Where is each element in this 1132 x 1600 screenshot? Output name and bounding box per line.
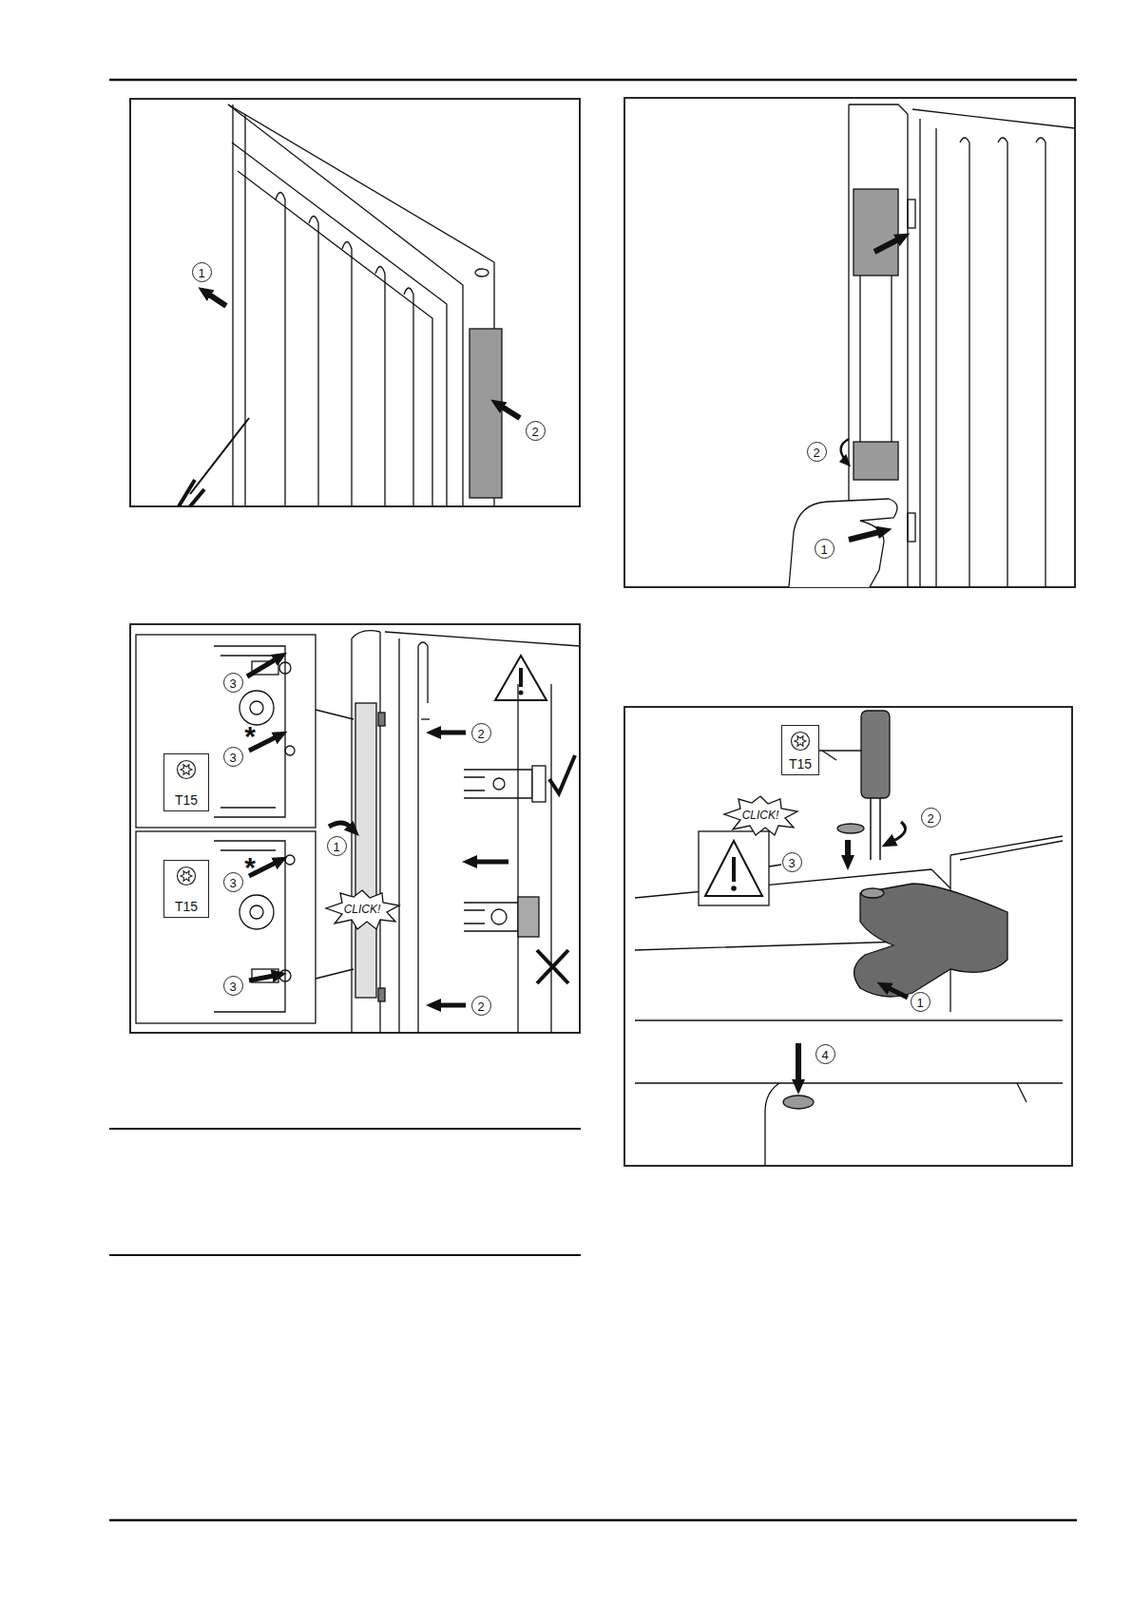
tool-size: T15 — [782, 757, 819, 771]
click-text: CLICK! — [344, 903, 382, 916]
header-rule — [109, 78, 1077, 82]
asterisk-mark: * — [244, 853, 256, 883]
torx-icon — [175, 759, 197, 781]
rule — [109, 1254, 581, 1257]
callout-number: 1 — [191, 262, 212, 283]
asterisk-mark: * — [244, 722, 256, 751]
callout-number: 3 — [223, 747, 244, 768]
click-burst — [724, 796, 798, 836]
footer-rule — [109, 1519, 1077, 1523]
callout-number: 2 — [920, 807, 941, 828]
callout-number: 3 — [223, 872, 244, 893]
tool-box: T15 — [781, 725, 820, 776]
panel-latch — [130, 624, 580, 1034]
rule — [109, 1128, 581, 1131]
tool-box: T15 — [163, 860, 210, 919]
panel-door-cover — [130, 98, 580, 507]
callout-number: 3 — [223, 976, 244, 997]
panel-cover-fit — [624, 97, 1075, 588]
tool-box: T15 — [163, 753, 210, 812]
callout-number: 1 — [910, 992, 931, 1013]
callout-number: 3 — [782, 852, 803, 873]
torx-icon — [789, 730, 811, 752]
callout-number: 1 — [326, 836, 347, 857]
panel-hinge — [624, 707, 1073, 1167]
callout-number: 2 — [471, 723, 492, 744]
callout-number: 2 — [525, 421, 546, 442]
callout-number: 4 — [815, 1044, 836, 1065]
callout-number: 1 — [814, 538, 835, 559]
click-burst — [326, 890, 400, 930]
torx-icon — [175, 865, 197, 887]
tool-size: T15 — [164, 793, 209, 807]
callout-number: 2 — [471, 996, 492, 1017]
callout-number: 3 — [223, 672, 244, 693]
click-text: CLICK! — [742, 809, 780, 822]
callout-number: 2 — [806, 441, 827, 462]
tool-size: T15 — [164, 900, 209, 914]
